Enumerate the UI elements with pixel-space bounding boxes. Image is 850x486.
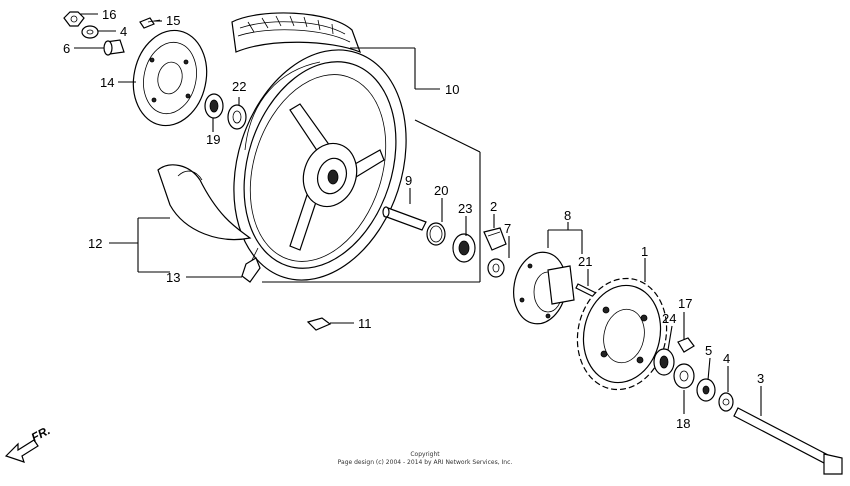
collar-7	[487, 258, 505, 278]
sprocket-flange-8	[513, 251, 575, 325]
callout-5: 5	[705, 343, 712, 358]
callout-20: 20	[434, 183, 448, 198]
washer-4-upper	[81, 25, 99, 39]
damper-2	[483, 227, 507, 251]
copyright-line: Copyright	[410, 451, 440, 458]
wheel-rim	[233, 49, 407, 281]
driven-sprocket	[576, 277, 668, 391]
bearing-24	[653, 348, 675, 376]
callout-4-lower: 4	[723, 351, 730, 366]
callout-12: 12	[88, 236, 102, 251]
tire	[231, 12, 362, 54]
callout-numbers: 16 4 6 15 14 22 19 10 9 20 23 2 7 8 21 1…	[63, 7, 764, 431]
nut-17	[677, 337, 695, 353]
washer-18	[673, 363, 695, 389]
collar-6	[103, 39, 125, 56]
oring-20	[426, 222, 446, 246]
axle-3	[733, 407, 843, 475]
callout-24: 24	[662, 311, 676, 326]
callout-9: 9	[405, 173, 412, 188]
leader-lines	[74, 13, 762, 416]
callout-18: 18	[676, 416, 690, 431]
bolt-15	[139, 17, 161, 29]
callout-23: 23	[458, 201, 472, 216]
nut-16	[63, 11, 85, 27]
callout-8: 8	[564, 208, 571, 223]
bearing-23	[452, 233, 476, 263]
page-design-line: Page design (c) 2004 - 2014 by ARI Netwo…	[338, 459, 513, 466]
valve-13	[241, 247, 261, 283]
callout-11: 11	[358, 316, 372, 331]
collar-5	[696, 378, 716, 402]
callout-6: 6	[63, 41, 70, 56]
callout-4-upper: 4	[120, 24, 127, 39]
callout-22: 22	[232, 79, 246, 94]
tube	[157, 164, 252, 241]
bearing-22	[227, 104, 247, 130]
copyright-footer: Copyright Page design (c) 2004 - 2014 by…	[338, 451, 513, 466]
callout-10: 10	[445, 82, 459, 97]
callout-17: 17	[678, 296, 692, 311]
callout-13: 13	[166, 270, 180, 285]
axle-collar-9	[382, 206, 427, 231]
callout-3: 3	[757, 371, 764, 386]
front-direction-arrow: FR.	[4, 423, 52, 463]
brake-disc	[132, 29, 208, 127]
callout-21: 21	[578, 254, 592, 269]
callout-1: 1	[641, 244, 648, 259]
callout-16: 16	[102, 7, 116, 22]
callout-2: 2	[490, 199, 497, 214]
callout-14: 14	[100, 75, 114, 90]
callout-7: 7	[504, 221, 511, 236]
bearing-19	[204, 93, 224, 119]
clip-11	[306, 317, 332, 331]
callout-15: 15	[166, 13, 180, 28]
washer-4-lower	[718, 392, 734, 412]
callout-19: 19	[206, 132, 220, 147]
